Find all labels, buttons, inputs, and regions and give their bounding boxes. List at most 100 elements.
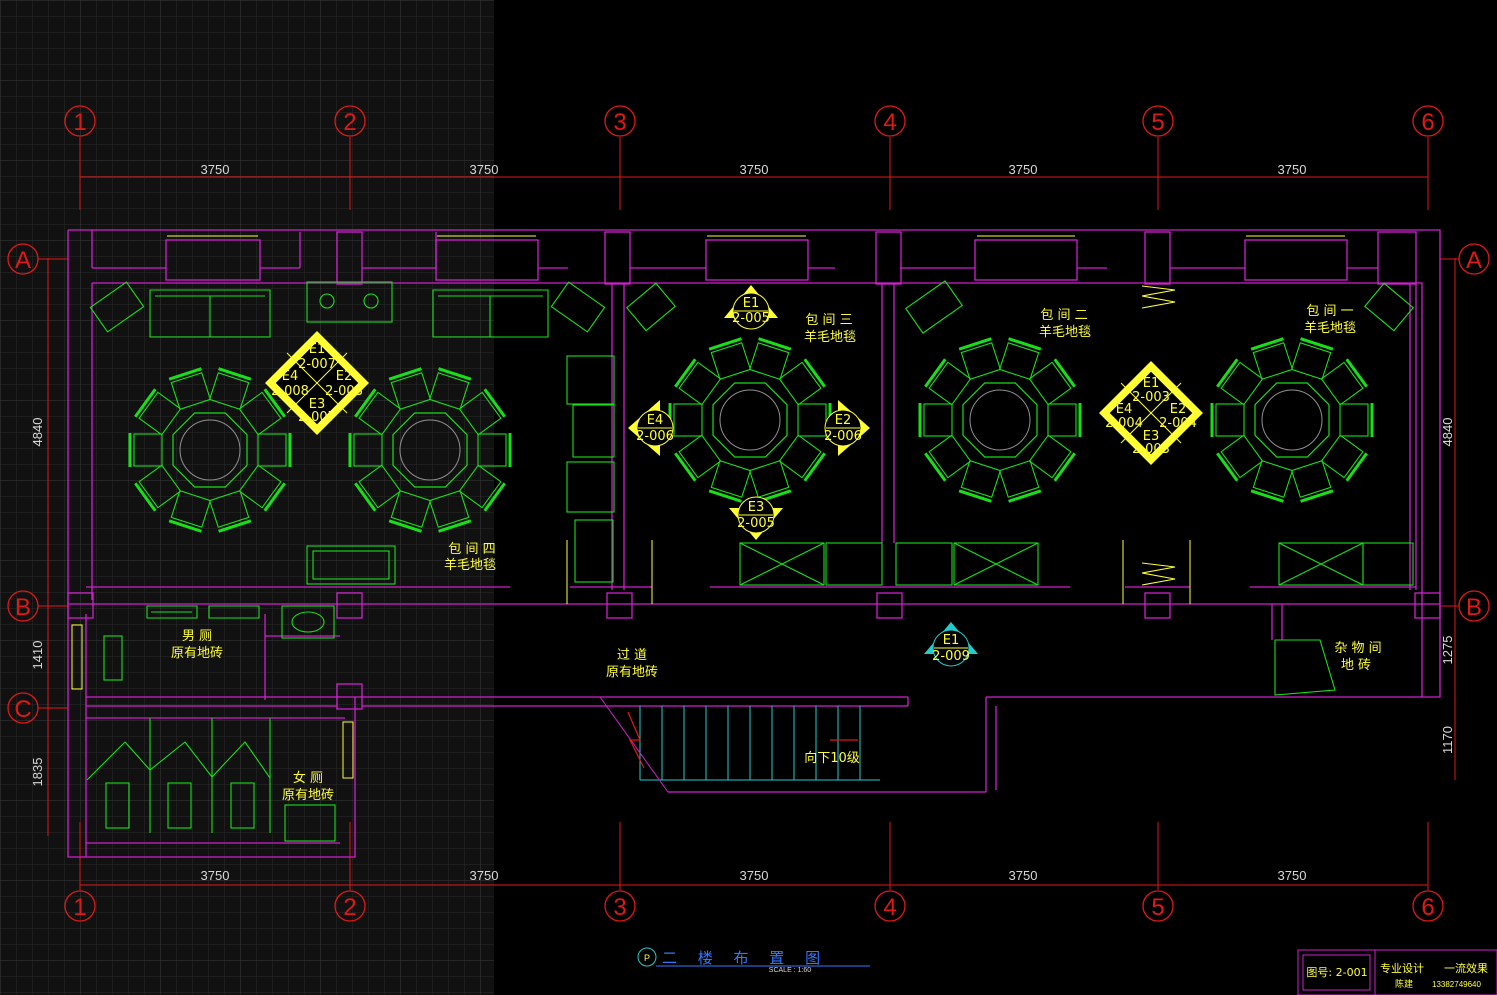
- chair: [134, 388, 182, 436]
- room1-floor: 羊毛地毯: [1304, 320, 1356, 336]
- dim-top-4: 3750: [1009, 162, 1038, 177]
- dim-bottom-5: 3750: [1278, 868, 1307, 883]
- chair: [1250, 460, 1294, 503]
- chair: [128, 433, 163, 467]
- womens-room-name: 女 厕: [293, 770, 323, 786]
- tag-room3-e3-ref: 2-005: [737, 516, 775, 531]
- axis-label-bottom-5: 5: [1151, 894, 1164, 921]
- tag-room12-e3: E3: [1143, 429, 1160, 444]
- room-labels: 包 间 四 羊毛地毯 包 间 三 羊毛地毯 包 间 二 羊毛地毯 包 间 一 羊…: [171, 304, 1382, 803]
- tag-room3-e3: E3: [748, 500, 765, 515]
- row-label-left-B: B: [15, 594, 31, 621]
- tag-room12-e3-ref: 2-003: [1132, 442, 1170, 457]
- room1-name: 包 间 一: [1306, 304, 1353, 319]
- table-lazy-susan: [969, 389, 1031, 451]
- drawing-scale: SCALE : 1:60: [769, 967, 812, 974]
- chair: [998, 337, 1042, 380]
- drawing-title: 二 楼 布 置 图: [662, 949, 828, 967]
- axis-bubble-top-1: [64, 105, 96, 137]
- dining-table-2: [348, 367, 512, 533]
- chair: [428, 367, 472, 410]
- dim-bottom-1: 3750: [201, 868, 230, 883]
- chair: [168, 367, 212, 410]
- chair: [428, 490, 472, 533]
- row-label-left-C: C: [14, 696, 31, 723]
- major-grid: [0, 0, 494, 995]
- chair: [1320, 434, 1368, 482]
- womens-room-floor: 原有地砖: [282, 788, 334, 803]
- dim-bottom-3: 3750: [740, 868, 769, 883]
- tag-room4-e3: E3: [309, 397, 326, 412]
- chair: [388, 367, 432, 410]
- mens-room-floor: 原有地砖: [171, 646, 223, 661]
- axis-bubble-bottom-1: [64, 890, 96, 922]
- room3-name: 包 间 三: [805, 313, 852, 328]
- furniture: [86, 280, 1414, 842]
- room2-floor: 羊毛地毯: [1039, 324, 1091, 340]
- axis-label-bottom-2: 2: [343, 894, 356, 921]
- table-top: [712, 382, 788, 458]
- axis-bubble-top-3: [604, 105, 636, 137]
- tag-corridor-e1: E1: [943, 633, 960, 648]
- chair: [388, 490, 432, 533]
- axis-label-bottom-1: 1: [73, 894, 86, 921]
- chair: [674, 358, 722, 406]
- right-dimension-texts: 4840 1275 1170: [1440, 418, 1455, 754]
- dim-left-1: 4840: [30, 418, 45, 447]
- drawing-title-block: P 二 楼 布 置 图 SCALE : 1:60: [637, 947, 870, 974]
- table-lazy-susan: [399, 419, 461, 481]
- chair: [674, 434, 722, 482]
- chair: [708, 460, 752, 503]
- tag-room4-e2: E2: [336, 369, 353, 384]
- chair: [1339, 403, 1374, 437]
- row-label-right-A: A: [1466, 247, 1482, 274]
- dim-right-2: 1275: [1440, 636, 1455, 665]
- designer-phone: 13382749640: [1432, 980, 1481, 989]
- table-top: [392, 412, 468, 488]
- dim-right-3: 1170: [1440, 726, 1455, 754]
- drawing-number: 图号: 2-001: [1306, 966, 1367, 979]
- dining-table-3: [668, 337, 832, 503]
- chair: [958, 337, 1002, 380]
- tag-room12-e2-ref: 2-004: [1159, 416, 1197, 431]
- room2-name: 包 间 二: [1040, 308, 1087, 323]
- dim-top-5: 3750: [1278, 162, 1307, 177]
- elevation-markers-room3: E1 2-005 E2 2-006 E3 2-005 E4 2-006: [628, 285, 870, 540]
- title-badge-circle: [637, 947, 657, 967]
- table-lazy-susan: [1261, 389, 1323, 451]
- axis-bubble-bottom-4: [874, 890, 906, 922]
- tag-room4-e4: E4: [282, 369, 299, 384]
- chair: [1216, 434, 1264, 482]
- title-badge: P: [644, 953, 650, 963]
- axis-label-top-5: 5: [1151, 109, 1164, 136]
- tag-corridor-e1-ref: 2-009: [932, 649, 970, 664]
- axis-label-bottom-6: 6: [1421, 894, 1434, 921]
- tag-room4-e1: E1: [309, 342, 326, 357]
- chair: [924, 434, 972, 482]
- chair: [458, 388, 506, 436]
- axis-label-bottom-3: 3: [613, 894, 626, 921]
- axis-bubble-bottom-5: [1142, 890, 1174, 922]
- tag-room3-e1: E1: [743, 296, 760, 311]
- stair-label: 向下10级: [804, 750, 860, 766]
- chair: [477, 433, 512, 467]
- corridor-floor: 原有地砖: [606, 665, 658, 680]
- tag-room4-e2-ref: 2-008: [325, 384, 363, 399]
- room4-name: 包 间 四: [448, 542, 495, 557]
- chair: [1216, 358, 1264, 406]
- dining-table-1: [128, 367, 292, 533]
- chair: [778, 434, 826, 482]
- chair: [354, 464, 402, 512]
- chair: [348, 433, 383, 467]
- tag-room12-e1: E1: [1143, 376, 1160, 391]
- tag-room3-e4: E4: [647, 413, 664, 428]
- row-label-left-A: A: [15, 247, 31, 274]
- dining-table-4: [918, 337, 1082, 503]
- chair: [1320, 358, 1368, 406]
- chair: [238, 388, 286, 436]
- chair: [458, 464, 506, 512]
- dim-bottom-2: 3750: [470, 868, 499, 883]
- table-lazy-susan: [179, 419, 241, 481]
